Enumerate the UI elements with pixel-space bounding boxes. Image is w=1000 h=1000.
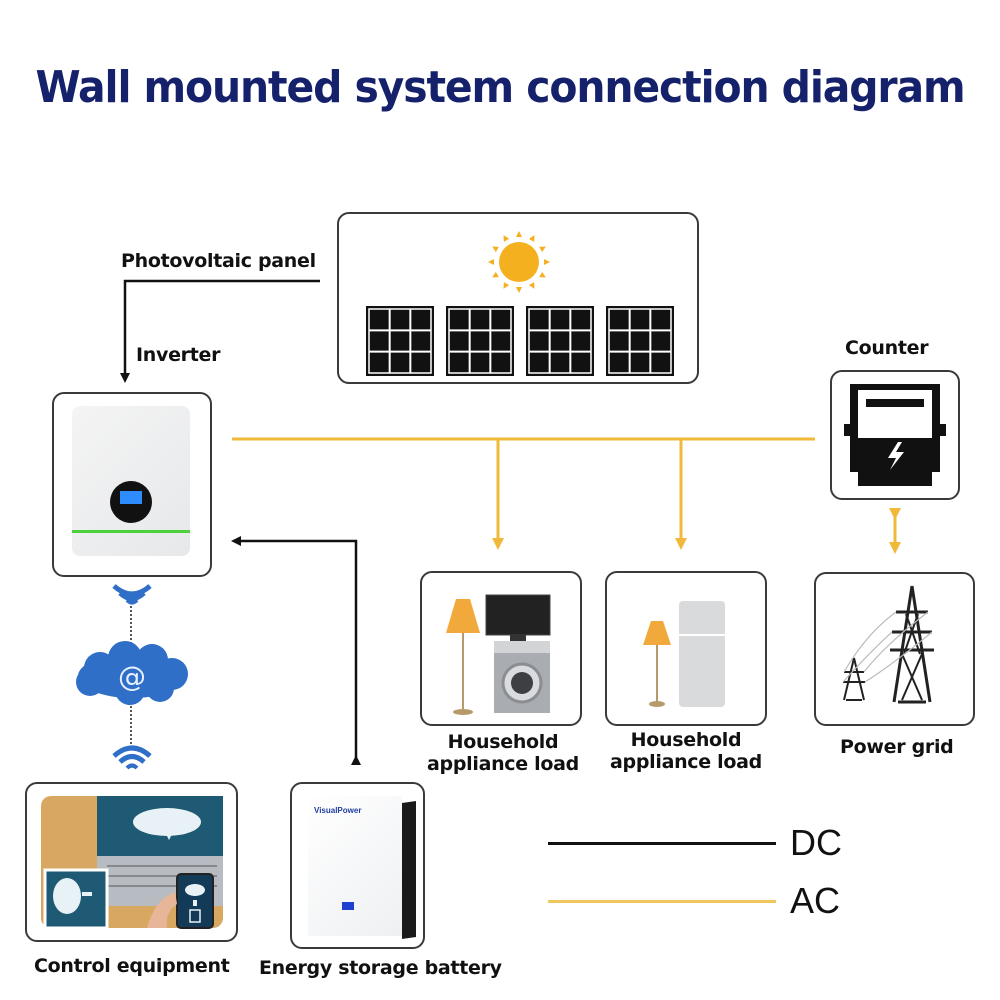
control-equipment-box[interactable] xyxy=(25,782,238,942)
solar-panel-icon xyxy=(526,306,594,376)
cloud-icon: @ xyxy=(76,641,188,705)
page-title: Wall mounted system connection diagram xyxy=(35,62,965,113)
inverter-device xyxy=(72,406,190,556)
counter-label: Counter xyxy=(845,337,929,359)
solar-panel-icon xyxy=(446,306,514,376)
transmission-tower-icon xyxy=(842,585,934,704)
household-load-2-label-line2: appliance load xyxy=(610,751,762,773)
energy-storage-battery-box[interactable]: VisualPower xyxy=(290,782,425,949)
cloud-at-symbol: @ xyxy=(118,660,146,693)
lightning-icon xyxy=(888,442,904,470)
household-load-1-box[interactable] xyxy=(420,571,582,726)
household-load-1-label: Household appliance load xyxy=(425,731,581,775)
counter-box[interactable] xyxy=(830,370,960,500)
control-equipment-label: Control equipment xyxy=(34,955,230,977)
sun-icon xyxy=(488,231,550,293)
battery-brand: VisualPower xyxy=(314,806,362,815)
control-equipment-image xyxy=(41,796,223,930)
legend-ac-line xyxy=(548,900,776,903)
battery-screen xyxy=(342,902,354,910)
inverter-label: Inverter xyxy=(136,344,221,366)
energy-storage-battery-label: Energy storage battery xyxy=(259,957,502,979)
household-load-2-label: Household appliance load xyxy=(608,729,764,773)
legend: DC AC xyxy=(548,820,848,930)
photovoltaic-panel-box[interactable] xyxy=(337,212,699,384)
inverter-screen xyxy=(120,491,142,504)
wifi-icon-control xyxy=(112,745,152,770)
household-load-2-label-line1: Household xyxy=(630,729,742,751)
photovoltaic-panel-label: Photovoltaic panel xyxy=(121,250,316,272)
solar-panel-icon xyxy=(606,306,674,376)
appliances-lamp-fridge xyxy=(643,601,725,707)
inverter-battery-wire xyxy=(231,536,361,765)
power-grid-box[interactable] xyxy=(814,572,975,726)
electric-meter-icon xyxy=(844,384,946,486)
household-load-1-label-line2: appliance load xyxy=(427,753,579,775)
inverter-box[interactable] xyxy=(52,392,212,577)
household-load-2-box[interactable] xyxy=(605,571,767,726)
solar-panel-icon xyxy=(366,306,434,376)
battery-device: VisualPower xyxy=(308,796,402,936)
power-grid-label: Power grid xyxy=(840,736,954,758)
household-load-1-label-line1: Household xyxy=(447,731,559,753)
solar-array xyxy=(366,231,674,376)
appliances-lamp-tv-washer xyxy=(446,594,551,715)
legend-ac-label: AC xyxy=(790,880,841,921)
legend-dc-line xyxy=(548,842,776,845)
inverter-display xyxy=(110,481,152,523)
legend-dc-label: DC xyxy=(790,822,842,863)
inverter-status-stripe xyxy=(72,530,190,533)
wifi-icon-inverter xyxy=(112,584,152,605)
pv-to-inverter-wire xyxy=(120,279,320,383)
battery-side xyxy=(402,801,416,939)
